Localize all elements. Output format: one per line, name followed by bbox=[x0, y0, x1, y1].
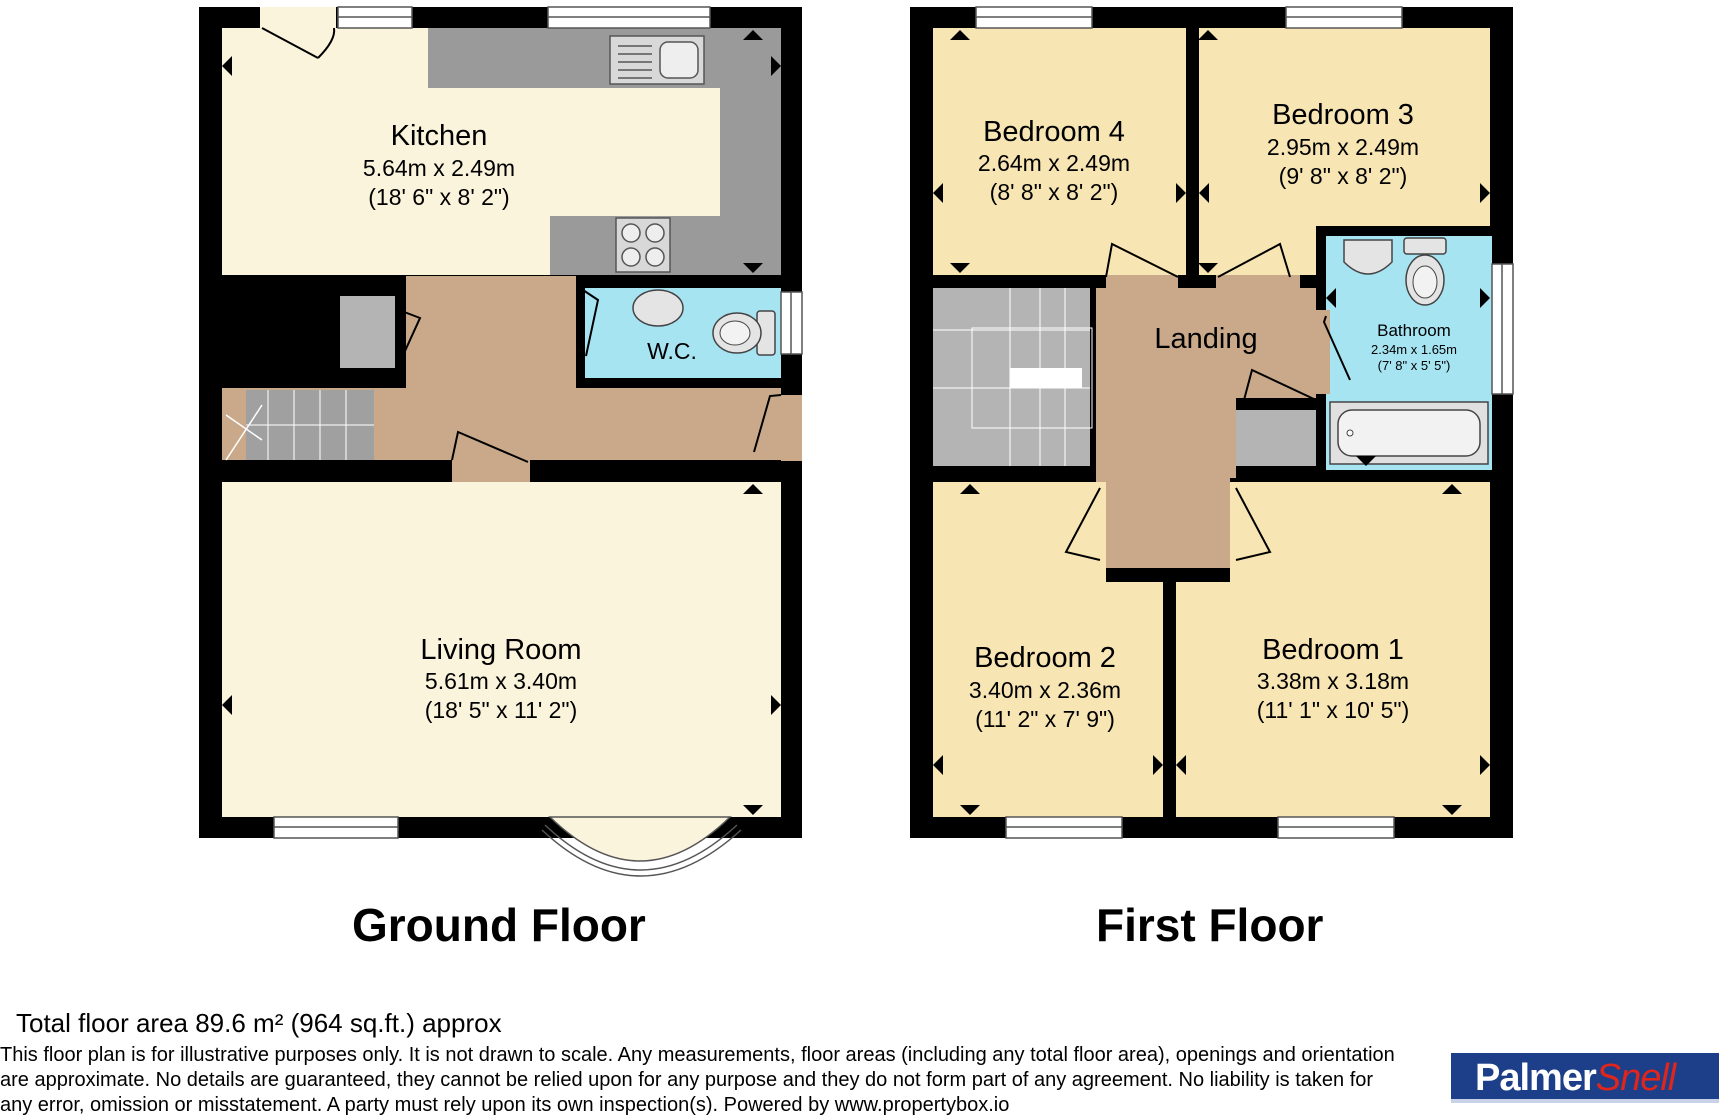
room-name: Bedroom 2 bbox=[974, 642, 1116, 674]
room-label-bedroom-2: Bedroom 2 3.40m x 2.36m (11' 2" x 7' 9") bbox=[969, 642, 1121, 732]
toilet-icon bbox=[1403, 237, 1447, 306]
room-dimensions-imperial: (18' 6" x 8' 2") bbox=[368, 184, 509, 210]
room-label-bedroom-3: Bedroom 3 2.95m x 2.49m (9' 8" x 8' 2") bbox=[1267, 99, 1419, 189]
room-name: Kitchen bbox=[391, 120, 488, 152]
dimension-arrow bbox=[222, 30, 781, 815]
room-name: Landing bbox=[1154, 323, 1257, 355]
room-name: Bedroom 1 bbox=[1262, 634, 1404, 666]
bay-window bbox=[548, 816, 732, 862]
toilet-icon bbox=[632, 289, 776, 356]
window bbox=[975, 6, 1514, 839]
room-label-bedroom-1: Bedroom 1 3.38m x 3.18m (11' 1" x 10' 5"… bbox=[1257, 634, 1410, 723]
first-floor-title: First Floor bbox=[1096, 899, 1324, 951]
room-name: W.C. bbox=[647, 338, 697, 364]
dimension-arrow bbox=[933, 30, 1490, 815]
room-label-bathroom: Bathroom 2.34m x 1.65m (7' 8" x 5' 5") bbox=[1371, 321, 1457, 373]
window bbox=[273, 6, 803, 839]
room-dimensions-imperial: (11' 2" x 7' 9") bbox=[975, 706, 1115, 732]
bath-icon bbox=[1329, 401, 1489, 465]
room-dimensions-metric: 3.38m x 3.18m bbox=[1257, 668, 1409, 694]
logo-text-snell: Snell bbox=[1595, 1057, 1676, 1099]
room-label-living-room: Living Room 5.61m x 3.40m (18' 5" x 11' … bbox=[420, 634, 581, 723]
room-name: Bedroom 4 bbox=[983, 116, 1125, 148]
cupboard bbox=[1236, 410, 1316, 466]
room-dimensions-metric: 2.64m x 2.49m bbox=[978, 150, 1130, 176]
room-name: Bedroom 3 bbox=[1272, 99, 1414, 131]
sink-icon bbox=[609, 35, 705, 85]
disclaimer-text: This floor plan is for illustrative purp… bbox=[0, 1044, 1395, 1116]
living-room-floor bbox=[222, 482, 781, 817]
room-dimensions-imperial: (11' 1" x 10' 5") bbox=[1257, 697, 1410, 723]
room-label-bedroom-4: Bedroom 4 2.64m x 2.49m (8' 8" x 8' 2") bbox=[978, 116, 1130, 205]
hob-icon bbox=[615, 217, 671, 273]
room-dimensions-imperial: (9' 8" x 8' 2") bbox=[1279, 163, 1408, 189]
cupboard bbox=[340, 296, 395, 368]
first-floor-plan bbox=[910, 6, 1514, 839]
room-label-wc: W.C. bbox=[647, 338, 697, 364]
room-dimensions-imperial: (18' 5" x 11' 2") bbox=[425, 697, 578, 723]
bedroom-4-floor bbox=[933, 28, 1186, 275]
room-dimensions-metric: 2.34m x 1.65m bbox=[1371, 342, 1457, 357]
room-dimensions-imperial: (8' 8" x 8' 2") bbox=[990, 179, 1119, 205]
room-dimensions-metric: 2.95m x 2.49m bbox=[1267, 134, 1419, 160]
room-dimensions-imperial: (7' 8" x 5' 5") bbox=[1378, 358, 1451, 373]
ground-floor-plan bbox=[199, 6, 803, 877]
room-label-landing: Landing bbox=[1154, 323, 1257, 355]
room-name: Living Room bbox=[420, 634, 581, 666]
total-floor-area: Total floor area 89.6 m² (964 sq.ft.) ap… bbox=[16, 1008, 502, 1038]
stairs bbox=[933, 288, 1093, 466]
palmer-snell-logo: PalmerSnell bbox=[1451, 1053, 1719, 1103]
logo-text-palmer: Palmer bbox=[1475, 1057, 1597, 1099]
stairs bbox=[225, 390, 374, 461]
room-label-kitchen: Kitchen 5.64m x 2.49m (18' 6" x 8' 2") bbox=[363, 120, 515, 210]
kitchen-worktop bbox=[428, 28, 781, 275]
room-dimensions-metric: 3.40m x 2.36m bbox=[969, 677, 1121, 703]
room-dimensions-metric: 5.61m x 3.40m bbox=[425, 668, 577, 694]
basin-icon bbox=[1343, 239, 1393, 275]
room-name: Bathroom bbox=[1377, 321, 1451, 340]
room-dimensions-metric: 5.64m x 2.49m bbox=[363, 155, 515, 181]
ground-floor-title: Ground Floor bbox=[352, 899, 646, 951]
